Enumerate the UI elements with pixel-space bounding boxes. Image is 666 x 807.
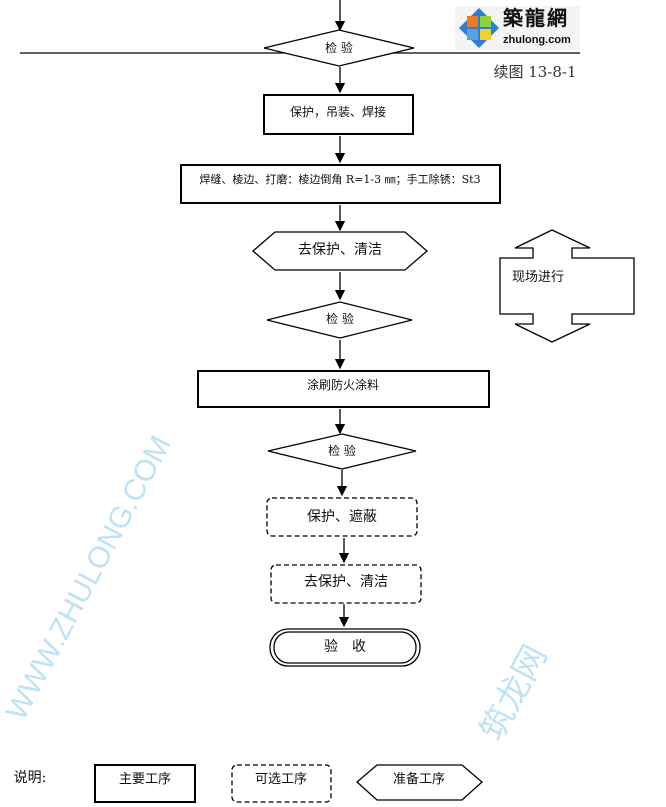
legend-prep-label: 准备工序 [392, 772, 446, 787]
step-remove-clean-1: 去保护、清洁 [298, 242, 382, 258]
logo-en: zhulong.com [503, 34, 571, 46]
legend-title: 说明: [13, 770, 47, 786]
remove-clean-box-2 [270, 564, 422, 604]
inspect-diamond-1 [263, 29, 415, 67]
step-inspect-2: 检 验 [326, 312, 354, 326]
protect-mask-box [266, 497, 418, 537]
step-protect-mask: 保护、遮蔽 [307, 509, 377, 525]
step-protect-lift-weld: 保护，吊装、焊接 [289, 105, 387, 119]
weld-grind-box [180, 164, 501, 204]
legend-optional-label: 可选工序 [254, 772, 308, 787]
accept-pill [269, 628, 421, 667]
legend-main-box [94, 764, 196, 803]
protect-lift-weld-box [263, 94, 414, 135]
side-note-onsite: 现场进行 [511, 270, 565, 285]
logo-mark-icon [459, 8, 499, 48]
figure-label: 续图 13-8-1 [493, 63, 577, 81]
step-inspect-3: 检 验 [328, 444, 356, 458]
legend-main-label: 主要工序 [118, 772, 172, 787]
zhulong-logo: 築龍網 zhulong.com [455, 6, 580, 50]
logo-cn: 築龍網 [503, 6, 569, 30]
fireproof-box [197, 370, 490, 408]
legend-prep-hex [356, 764, 483, 801]
step-fireproof: 涂刷防火涂料 [306, 378, 380, 392]
step-inspect-1: 检 验 [325, 41, 353, 55]
inspect-diamond-2 [266, 301, 413, 339]
step-accept: 验 收 [324, 639, 366, 655]
remove-clean-hex-1 [252, 231, 428, 271]
onsite-double-arrow [499, 229, 635, 343]
step-remove-clean-2: 去保护、清洁 [304, 574, 388, 590]
inspect-diamond-3 [267, 433, 417, 470]
legend-optional-box [231, 764, 332, 803]
step-weld-grind: 焊缝、棱边、打磨：棱边倒角 R=1-3 ㎜；手工除锈：St3 [199, 173, 481, 186]
